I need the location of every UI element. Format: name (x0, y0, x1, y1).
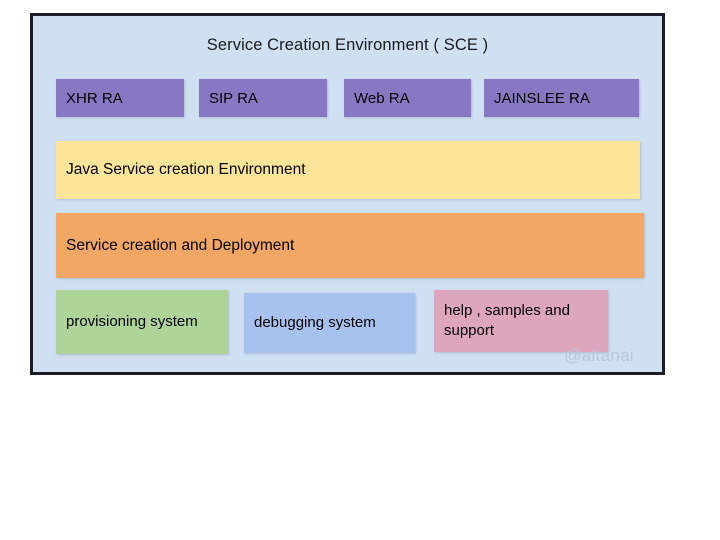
layer-java-service-creation-environment[interactable]: Java Service creation Environment (56, 141, 640, 199)
resource-adapter-sip[interactable]: SIP RA (199, 79, 327, 117)
resource-adapter-row: XHR RA SIP RA Web RA JAINSLEE RA (56, 79, 642, 117)
resource-adapter-jainslee[interactable]: JAINSLEE RA (484, 79, 639, 117)
layer-label: Java Service creation Environment (66, 161, 306, 178)
layer-service-creation-and-deployment[interactable]: Service creation and Deployment (56, 213, 644, 278)
sce-title: Service Creation Environment ( SCE ) (206, 36, 489, 54)
resource-adapter-label: SIP RA (209, 89, 258, 107)
support-block-provisioning-system[interactable]: provisioning system (56, 290, 228, 354)
resource-adapter-label: JAINSLEE RA (494, 89, 590, 107)
resource-adapter-label: Web RA (354, 89, 410, 107)
watermark: @altanai (564, 346, 634, 365)
support-block-label: help , samples and support (444, 302, 570, 339)
support-block-debugging-system[interactable]: debugging system (244, 293, 415, 353)
resource-adapter-label: XHR RA (66, 89, 123, 107)
resource-adapter-web[interactable]: Web RA (344, 79, 471, 117)
support-block-help-samples-and-support[interactable]: help , samples and support (434, 290, 608, 352)
sce-frame: Service Creation Environment ( SCE ) XHR… (30, 13, 665, 375)
layer-label: Service creation and Deployment (66, 236, 295, 254)
resource-adapter-xhr[interactable]: XHR RA (56, 79, 184, 117)
support-block-label: provisioning system (66, 313, 198, 331)
support-block-label: debugging system (254, 314, 376, 332)
